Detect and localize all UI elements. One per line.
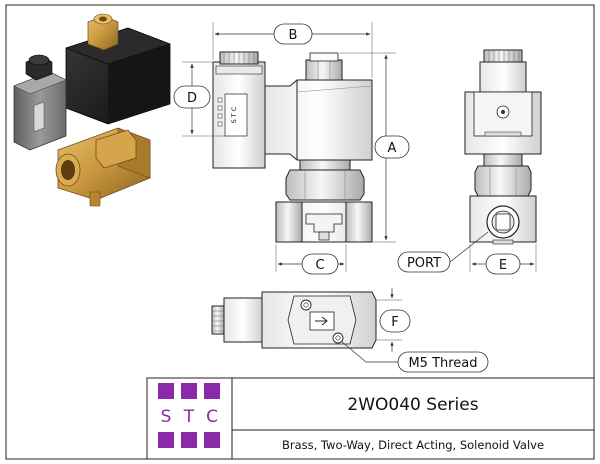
logo-letter-s: S bbox=[161, 407, 172, 427]
title-block: S T C 2WO040 Series Brass, Two-Way, Dire… bbox=[146, 377, 595, 460]
dimension-c-label: C bbox=[315, 258, 324, 273]
product-description: Brass, Two-Way, Direct Acting, Solenoid … bbox=[282, 438, 544, 452]
dimension-a-label: A bbox=[388, 141, 397, 156]
m5-thread-callout: M5 Thread bbox=[340, 340, 489, 373]
dimension-c: C bbox=[275, 244, 347, 275]
dimension-f: F bbox=[376, 288, 411, 352]
dimension-d-label: D bbox=[187, 91, 197, 106]
side-view bbox=[464, 49, 542, 245]
logo-letter-t: T bbox=[183, 407, 195, 427]
m5-thread-hole-bottom bbox=[332, 332, 344, 344]
front-view: S T C bbox=[212, 51, 373, 243]
dimension-b: B bbox=[212, 22, 373, 78]
dimension-f-label: F bbox=[391, 315, 398, 330]
dimension-e: E bbox=[469, 244, 537, 275]
dimension-d: D bbox=[173, 61, 225, 137]
logo-letter-c: C bbox=[206, 407, 218, 427]
dimension-b-label: B bbox=[289, 28, 298, 43]
m5-thread-hole-top bbox=[300, 299, 312, 311]
m5-thread-label: M5 Thread bbox=[408, 356, 477, 371]
port-label: PORT bbox=[407, 256, 441, 271]
stc-logo: S T C bbox=[158, 383, 220, 448]
port-callout: PORT bbox=[397, 231, 489, 273]
front-nameplate-text: S T C bbox=[230, 106, 238, 123]
top-view bbox=[211, 291, 377, 349]
isometric-view bbox=[13, 13, 171, 207]
dimension-a: A bbox=[340, 52, 410, 243]
dimension-e-label: E bbox=[499, 258, 507, 273]
series-title: 2WO040 Series bbox=[347, 395, 478, 415]
